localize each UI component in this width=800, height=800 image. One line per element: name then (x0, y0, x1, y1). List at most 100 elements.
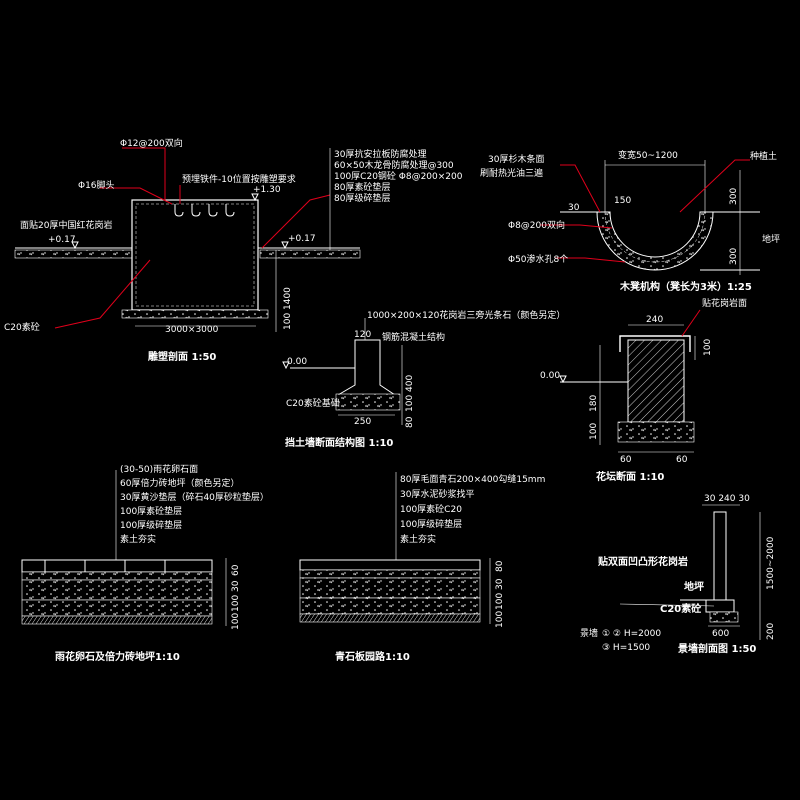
paving2-dim-100b: 100 (495, 611, 505, 628)
feature-wall-section: 30 240 30 1500~2000 贴双面凹凸形花岗岩 地坪 C20素砼 6… (580, 494, 776, 655)
planter-dim-60b: 60 (676, 455, 688, 465)
bolt-1 (174, 204, 184, 217)
ground-bed-right (259, 249, 361, 259)
bench-drain-label: Φ50渗水孔8个 (508, 253, 568, 265)
deck-note-3: 100厚C20钢砼 Φ8@200×200 (334, 170, 463, 182)
paving2-note-1: 80厚毛面青石200×400勾缝15mm (400, 473, 545, 485)
feature-wall-dim-200: 200 (766, 623, 776, 640)
paving1-section: (30-50)雨花卵石面 60厚倍力砖地坪（颜色另定） 30厚黄沙垫层（碎石40… (21, 463, 269, 663)
planter-footing (617, 421, 695, 443)
feature-wall-body (713, 511, 727, 613)
feature-wall-dim-height: 1500~2000 (766, 536, 776, 590)
paving2-stone-layer (299, 559, 481, 571)
retaining-dim-80: 80 (405, 416, 415, 428)
retaining-dim-120: 120 (354, 330, 371, 340)
paving2-soil-layer (299, 613, 481, 623)
paving1-note-5: 100厚级碎垫层 (120, 519, 182, 531)
bench-span-label: 变宽50~1200 (618, 149, 678, 161)
paving1-note-3: 30厚黄沙垫层（碎石40厚砂粒垫层） (120, 491, 269, 503)
leader-wood (560, 164, 601, 213)
bench-dim-300b: 300 (729, 248, 739, 265)
retaining-dim-100: 100 (405, 395, 415, 412)
elev-marker-left (71, 241, 79, 250)
dim-100: 100 (283, 313, 293, 330)
bolt-4 (225, 204, 235, 217)
elev-marker-top (251, 193, 259, 202)
feature-wall-dim-600: 600 (712, 629, 729, 639)
paving2-note-5: 素土夯实 (400, 533, 436, 545)
retaining-base-note: C20素砼基础 (286, 397, 340, 409)
retaining-elev: 0.00 (287, 357, 307, 367)
planter-title: 花坛断面 1:10 (596, 470, 664, 483)
bench-dim-300a: 300 (729, 188, 739, 205)
bench-ground-label: 地坪 (762, 233, 780, 245)
leader-soil (679, 159, 750, 213)
leader-bolt (100, 187, 173, 205)
dim-1400: 1400 (283, 287, 293, 310)
retaining-footing (335, 393, 401, 411)
paving1-note-4: 100厚素砼垫层 (120, 505, 182, 517)
paving1-title: 雨花卵石及倍力砖地坪1:10 (55, 650, 180, 663)
elev-left: +0.17 (48, 235, 76, 245)
retaining-dim-400: 400 (405, 375, 415, 392)
paving1-soil-layer (21, 615, 213, 625)
paving2-title: 青石板园路1:10 (335, 650, 410, 663)
size-label: 3000×3000 (165, 325, 219, 335)
paving1-dim-100a: 100 (231, 595, 241, 612)
paving1-sand-layer (21, 571, 213, 581)
planter-cap (619, 335, 691, 352)
planter-section: 贴花岗岩面 240 100 0.00 180 100 60 60 花坛断面 1:… (540, 297, 747, 483)
paving1-note-1: (30-50)雨花卵石面 (120, 463, 198, 475)
retaining-dim-250: 250 (354, 417, 371, 427)
paving2-note-2: 30厚水泥砂浆找平 (400, 488, 474, 500)
sculpture-title: 雕塑剖面 1:50 (148, 350, 216, 363)
paving1-dim-30: 30 (231, 580, 241, 592)
paving2-note-4: 100厚级碎垫层 (400, 518, 462, 530)
embed-label: 预埋铁件-10位置按雕塑要求 (182, 173, 296, 185)
feature-wall-title: 景墙剖面图 1:50 (678, 642, 756, 655)
bench-shell (596, 211, 714, 271)
paving2-gravel-layer (299, 597, 481, 615)
planter-dim-60a: 60 (620, 455, 632, 465)
bolt-2 (191, 204, 201, 217)
bench-label-wood: 30厚杉木条面 (488, 153, 544, 165)
paving2-dim-80: 80 (495, 560, 505, 572)
feature-wall-legend-label: 景墙 (580, 627, 598, 639)
deck-note-5: 80厚级碎垫层 (334, 192, 390, 204)
sculpture-base (121, 309, 269, 319)
feature-wall-legend-2: ③ H=1500 (602, 643, 650, 653)
retaining-title: 挡土墙断面结构图 1:10 (285, 436, 393, 449)
sculpture-section: Φ12@200双向 Φ16脚头 预埋铁件-10位置按雕塑要求 +1.30 面贴2… (4, 137, 463, 363)
paving1-concrete-layer (21, 579, 213, 601)
paving2-section: 80厚毛面青石200×400勾缝15mm 30厚水泥砂浆找平 100厚素砼C20… (299, 472, 545, 663)
elev-marker-right (281, 241, 289, 250)
sculpture-block (131, 199, 259, 311)
feature-wall-concrete-label: C20素砼 (660, 602, 701, 615)
feature-wall-main-label: 贴双面凹凸形花岗岩 (597, 555, 688, 568)
planter-dim-180: 180 (589, 395, 599, 412)
deck-note-4: 80厚素砼垫层 (334, 181, 390, 193)
concrete-label: C20素砼 (4, 321, 40, 333)
paving1-dim-100b: 100 (231, 613, 241, 630)
planter-top-note: 贴花岗岩面 (702, 297, 747, 309)
bench-rebar (604, 211, 706, 263)
bolt-label: Φ16脚头 (78, 180, 115, 191)
paving2-dim-30: 30 (495, 578, 505, 590)
paving2-mortar-layer (299, 569, 481, 579)
feature-wall-legend-1: ① ② H=2000 (602, 629, 661, 639)
planter-wall (627, 339, 685, 423)
paving1-dim-60: 60 (231, 564, 241, 576)
bench-soil-label: 种植土 (750, 150, 777, 162)
feature-wall-footing (709, 611, 739, 623)
planter-dim-100: 100 (703, 339, 713, 356)
paving2-concrete-layer (299, 577, 481, 599)
facing-label: 面贴20厚中国红花岗岩 (20, 219, 112, 231)
feature-wall-dims-top: 30 240 30 (704, 494, 750, 504)
bench-title: 木凳机构（凳长为3米）1:25 (619, 280, 752, 293)
bench-dim-30: 30 (568, 203, 580, 213)
retaining-mortar-note: 钢筋混凝土结构 (382, 331, 445, 343)
retaining-top-note: 1000×200×120花岗岩三旁光条石（颜色另定） (367, 309, 565, 321)
elev-top: +1.30 (253, 185, 281, 195)
